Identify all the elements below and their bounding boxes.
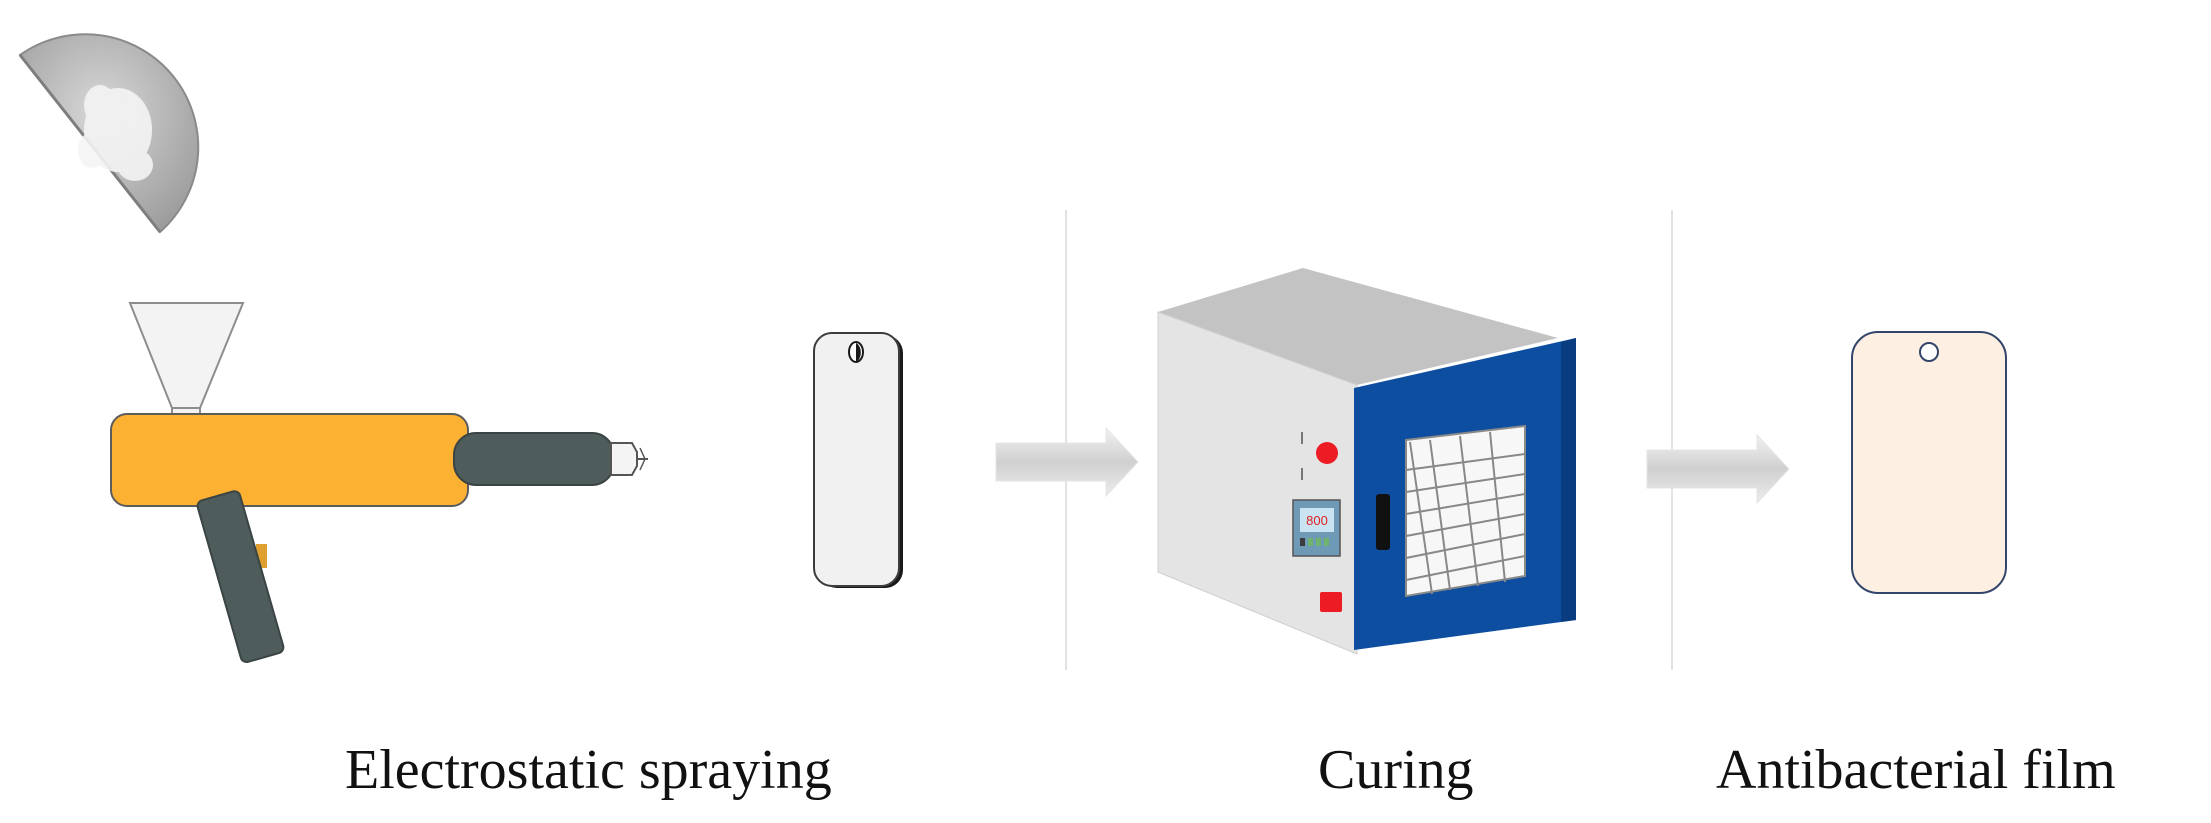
oven-rack — [1405, 431, 1526, 595]
step-label-curing: Curing — [1318, 739, 1474, 801]
process-arrow-1 — [995, 426, 1139, 498]
gun-body — [110, 413, 469, 507]
oven-window — [1405, 424, 1526, 598]
oven-front-panel — [1157, 311, 1358, 655]
hopper-funnel — [128, 302, 245, 409]
step-label-electrostatic-spraying: Electrostatic spraying — [345, 739, 832, 801]
oven-display-value: 800 — [1306, 513, 1328, 528]
step-label-antibacterial-film: Antibacterial film — [1716, 739, 2116, 801]
curing-oven-icon: 800 — [1157, 268, 1576, 655]
oven-control-display: 800 — [1292, 499, 1341, 557]
oven-door-handle — [1376, 494, 1390, 550]
gun-nozzle — [610, 442, 638, 476]
gun-handle — [196, 490, 285, 664]
antibacterial-film-icon — [1851, 331, 2007, 594]
oven-top — [1158, 268, 1558, 385]
spray-gun-icon — [110, 302, 648, 664]
gun-trigger — [256, 544, 267, 568]
substrate-plate-icon — [813, 332, 903, 588]
gun-barrel — [453, 432, 615, 486]
oven-indicator-light — [1316, 442, 1338, 464]
powder-icon — [78, 85, 153, 181]
powder-bowl-icon — [18, 33, 200, 234]
oven-power-switch — [1320, 592, 1342, 612]
process-arrow-2 — [1646, 433, 1790, 505]
